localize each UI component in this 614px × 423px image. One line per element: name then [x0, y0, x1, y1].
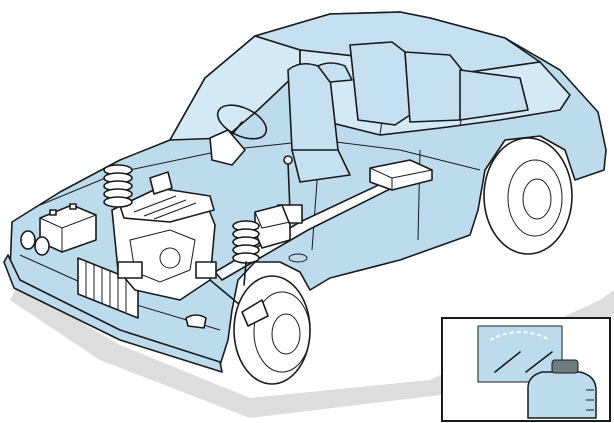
inset-washer-bottle: [442, 318, 610, 421]
front-wheel: [234, 276, 310, 384]
rear-wheel: [484, 138, 572, 254]
washer-bottle-cap: [552, 360, 578, 373]
front-coil-spring-left: [104, 165, 132, 207]
washer-bottle-body: [528, 372, 596, 418]
transmission: [255, 205, 290, 248]
